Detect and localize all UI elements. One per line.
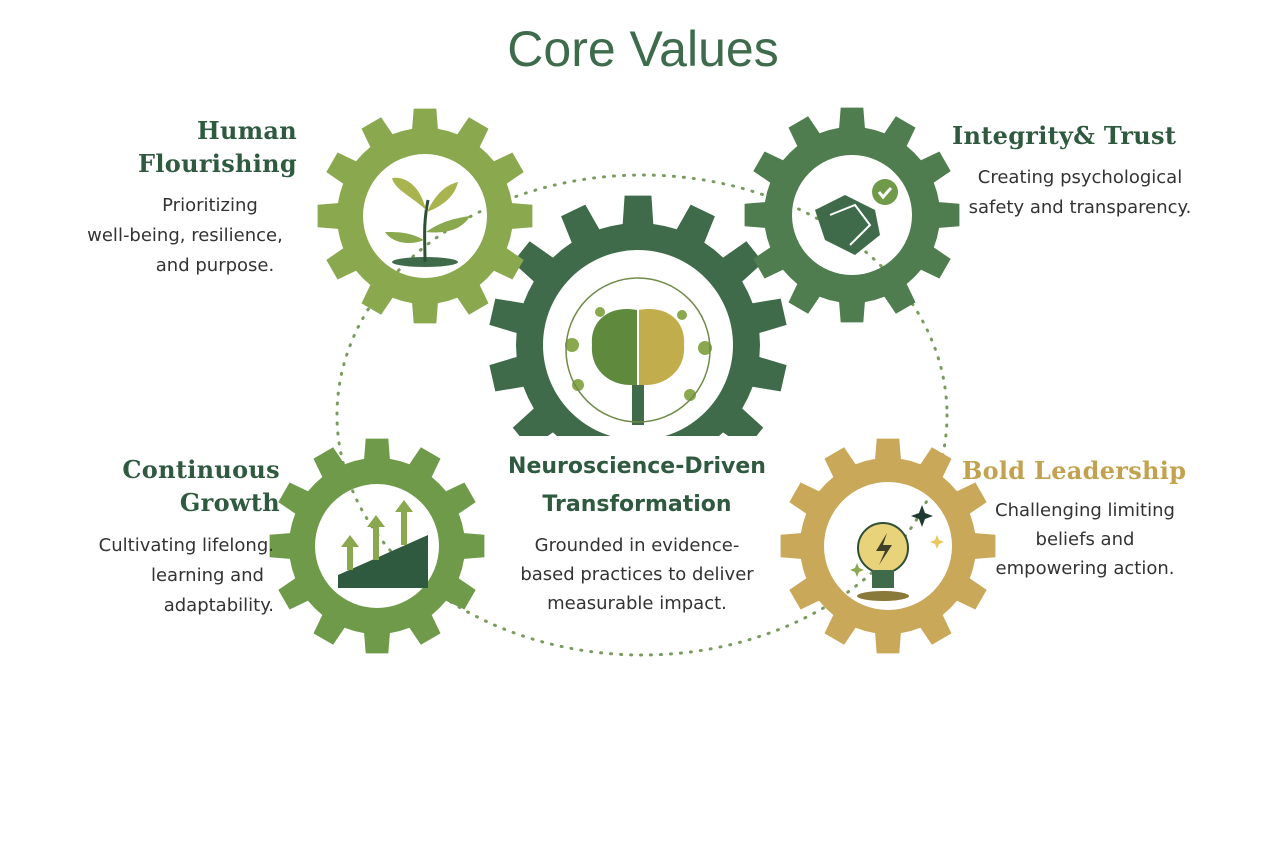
neuroscience-description: Grounded in evidence- based practices to… xyxy=(487,531,787,618)
integrity-trust-gear xyxy=(744,107,960,323)
description-line: adaptability. xyxy=(163,595,274,616)
bold-leadership-description: Challenging limiting beliefs and empower… xyxy=(975,496,1195,583)
bold-leadership-heading: Bold Leadership xyxy=(962,454,1186,487)
description-line: beliefs and xyxy=(1035,529,1135,550)
description-line: safety and transparency. xyxy=(968,197,1192,218)
growth-chart-icon xyxy=(338,500,428,588)
heading-line: Human xyxy=(196,116,297,145)
heading-line: Growth xyxy=(179,488,280,517)
central-gear xyxy=(489,195,787,436)
integrity-trust-heading: Integrity& Trust xyxy=(952,119,1176,152)
description-line: and purpose. xyxy=(155,255,275,276)
heading-line: Neuroscience-Driven xyxy=(508,454,766,479)
continuous-growth-description: Cultivating lifelong. learning and adapt… xyxy=(99,531,274,621)
lightbulb-icon xyxy=(850,505,944,601)
heading-line: Flourishing xyxy=(138,149,297,178)
brain-icon xyxy=(565,277,712,425)
dotted-connector-ring xyxy=(335,173,949,657)
human-flourishing-heading: Human Flourishing xyxy=(138,114,297,180)
continuous-growth-gear xyxy=(269,438,485,654)
page-title: Core Values xyxy=(507,21,779,77)
description-line: Grounded in evidence- xyxy=(534,535,740,556)
description-line: empowering action. xyxy=(995,558,1175,579)
description-line: Cultivating lifelong. xyxy=(98,535,274,556)
sprout-icon xyxy=(385,177,470,267)
description-line: well-being, resilience, xyxy=(87,225,283,246)
heading-line: Bold Leadership xyxy=(962,456,1187,485)
heading-line: Integrity& Trust xyxy=(952,121,1177,150)
description-line: learning and xyxy=(150,565,264,586)
integrity-trust-description: Creating psychological safety and transp… xyxy=(960,163,1200,223)
bold-leadership-gear xyxy=(780,438,996,654)
handshake-check-icon xyxy=(815,179,898,255)
human-flourishing-gear xyxy=(317,108,533,324)
human-flourishing-description: Prioritizing well-being, resilience, and… xyxy=(60,191,310,281)
description-line: Prioritizing xyxy=(162,195,258,216)
description-line: measurable impact. xyxy=(547,593,727,614)
description-line: Creating psychological xyxy=(977,167,1183,188)
description-line: Challenging limiting xyxy=(995,500,1175,521)
heading-line: Transformation xyxy=(542,492,732,517)
heading-line: Continuous xyxy=(122,455,280,484)
description-line: based practices to deliver xyxy=(520,564,754,585)
continuous-growth-heading: Continuous Growth xyxy=(122,453,280,519)
neuroscience-heading: Neuroscience-Driven Transformation xyxy=(477,448,797,524)
